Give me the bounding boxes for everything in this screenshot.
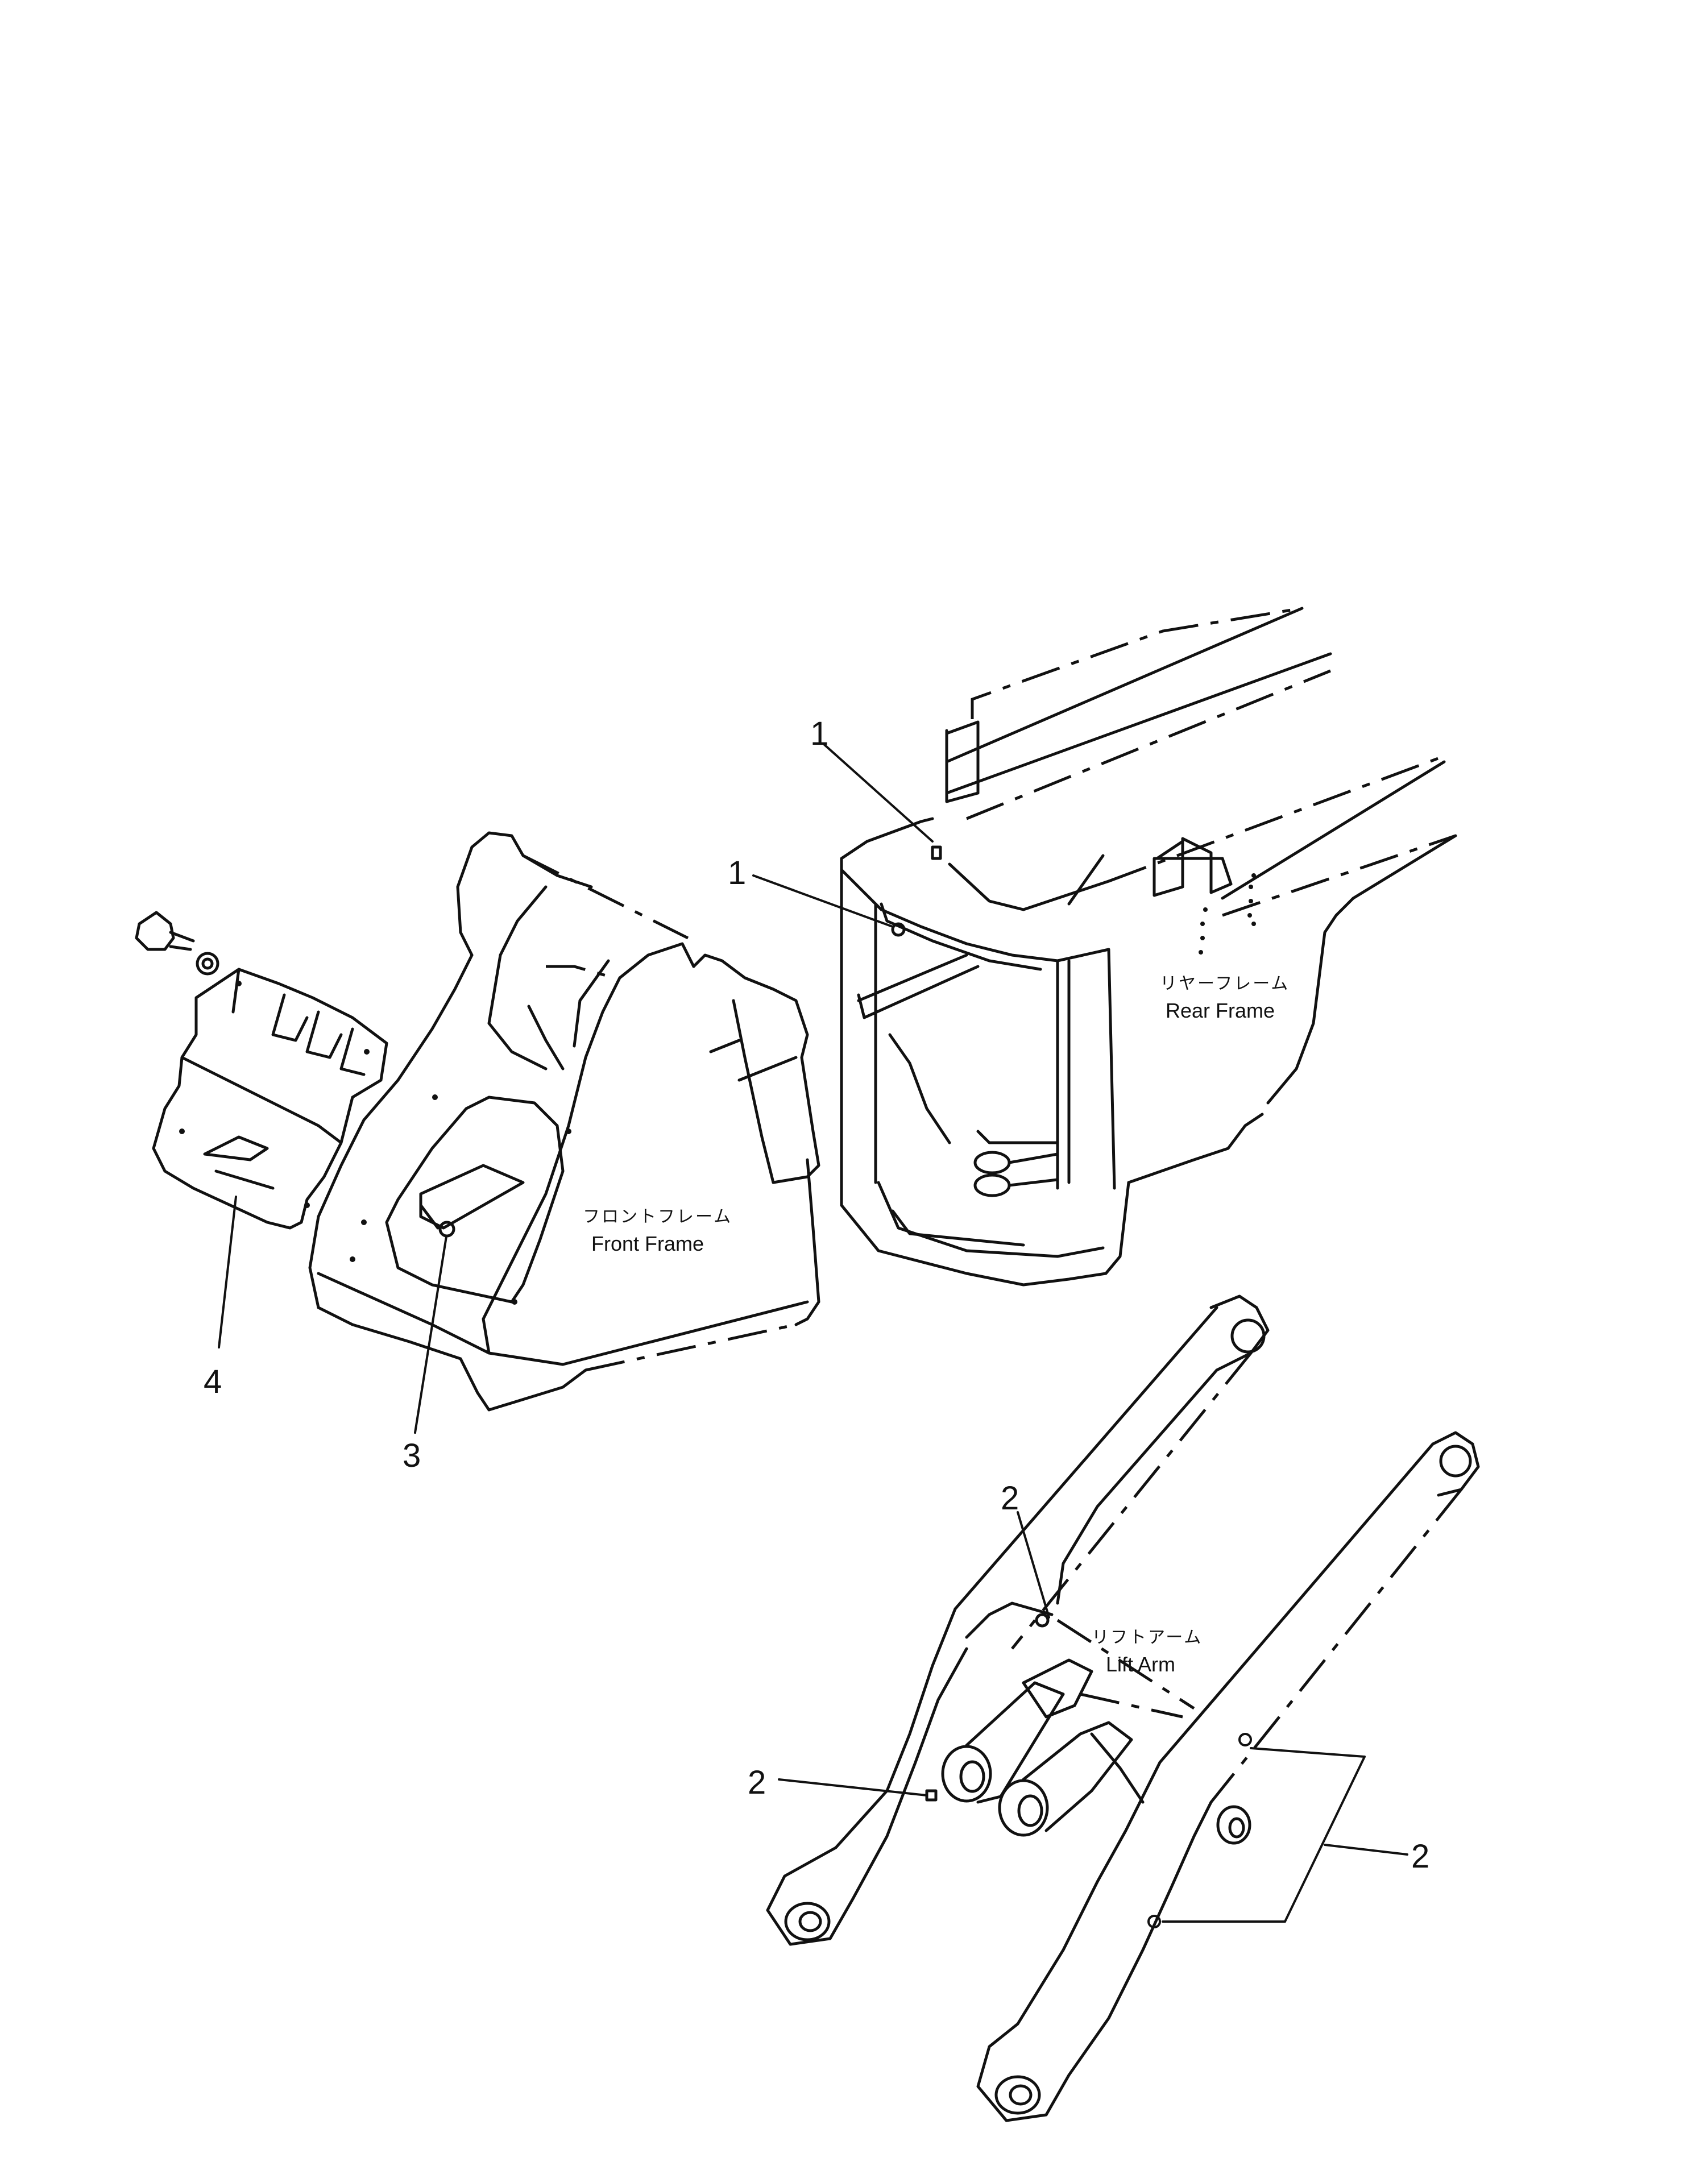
- lift-arm-drawing: [766, 1294, 1480, 2122]
- lift-arm-label-ja: リフトアーム: [1092, 1628, 1203, 1648]
- lift-arm-label-en: Lift Arm: [1106, 1653, 1175, 1676]
- rear-frame-label-ja: リヤーフレーム: [1160, 974, 1290, 994]
- callout-2-left: 2: [748, 1764, 766, 1801]
- callout-2-right: 2: [1411, 1838, 1429, 1875]
- rear-frame-label-en: Rear Frame: [1166, 999, 1275, 1022]
- rear-frame-hole-dots: [1199, 873, 1256, 955]
- front-frame-drawing: [308, 831, 820, 1412]
- front-frame-label-ja: フロントフレーム: [583, 1207, 732, 1227]
- callout-3: 3: [403, 1437, 421, 1474]
- callout-1-left: 1: [728, 854, 746, 891]
- leader-lines: [218, 744, 1408, 1923]
- front-frame-label-en: Front Frame: [591, 1232, 704, 1255]
- rear-frame-drawing: [840, 607, 1457, 1287]
- callout-1-top: 1: [810, 715, 828, 752]
- cover-plate-drawing: [135, 911, 388, 1230]
- callout-4: 4: [204, 1363, 222, 1400]
- callout-2-top: 2: [1001, 1480, 1019, 1517]
